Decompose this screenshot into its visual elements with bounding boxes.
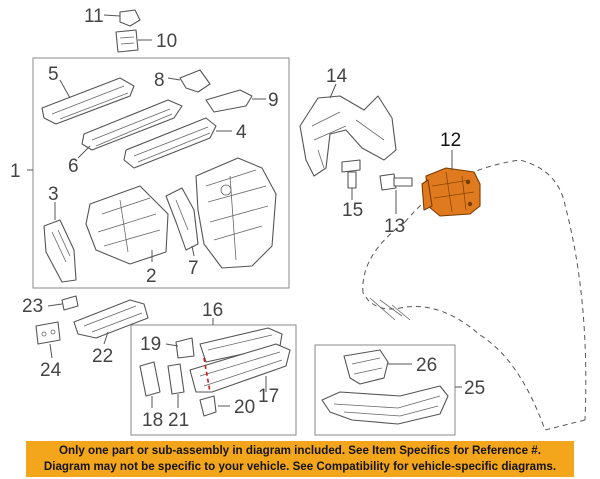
compatibility-notice-banner: Only one part or sub-assembly in diagram… — [26, 441, 574, 477]
part-26-detail — [351, 357, 383, 375]
group-box-1 — [32, 57, 290, 289]
callout-22: 22 — [92, 346, 113, 367]
part-20 — [199, 395, 217, 417]
part-22 — [73, 299, 149, 339]
callout-11: 11 — [84, 6, 104, 27]
callout-15: 15 — [342, 200, 363, 221]
part-8 — [179, 69, 211, 93]
part-apron-hole — [220, 184, 232, 196]
callout-6: 6 — [68, 156, 79, 177]
callout-24: 24 — [40, 360, 62, 381]
callout-25: 25 — [464, 378, 485, 399]
part-12-bolt-hole-2 — [467, 201, 473, 207]
callout-8: 8 — [154, 70, 165, 91]
part-15 — [341, 159, 361, 173]
part-7-detail — [175, 199, 189, 231]
part-2 — [85, 185, 169, 265]
part-5 — [41, 77, 135, 125]
callout-20: 20 — [234, 397, 255, 418]
fender-edge-detail — [369, 297, 411, 321]
callout-10: 10 — [156, 31, 177, 52]
leader-19 — [165, 343, 179, 347]
part-12-highlighted — [425, 167, 481, 217]
leader-8 — [167, 77, 181, 81]
notice-line-2: Diagram may not be specific to your vehi… — [43, 460, 557, 473]
callout-13: 13 — [384, 216, 405, 237]
part-4 — [123, 117, 217, 169]
notice-line-1: Only one part or sub-assembly in diagram… — [59, 444, 541, 457]
part-6 — [81, 99, 183, 151]
part-24-hole-1 — [41, 331, 47, 337]
part-24 — [35, 321, 61, 345]
part-24-hole-2 — [50, 329, 56, 335]
leader-22 — [103, 331, 109, 345]
callout-1: 1 — [10, 161, 21, 182]
callout-26: 26 — [416, 355, 437, 376]
part-21 — [167, 363, 185, 395]
leader-7 — [191, 245, 195, 257]
part-2-detail — [97, 197, 161, 253]
part-22-detail — [83, 305, 143, 333]
part-18 — [139, 361, 161, 397]
callout-21: 21 — [168, 410, 189, 431]
part-7 — [165, 187, 199, 251]
part-25-detail — [333, 395, 441, 417]
part-13 — [379, 173, 397, 191]
leader-11 — [103, 14, 121, 17]
part-3 — [43, 219, 77, 283]
part-13-shaft — [393, 177, 413, 187]
part-10-detail — [119, 36, 135, 45]
part-14 — [299, 95, 397, 177]
callout-14: 14 — [326, 66, 348, 87]
part-apron — [195, 157, 277, 269]
callout-19: 19 — [140, 334, 161, 355]
part-26 — [343, 349, 389, 385]
callout-17: 17 — [258, 386, 279, 407]
part-16-upper-rail — [199, 327, 283, 363]
part-4-detail — [133, 126, 211, 163]
leader-24 — [49, 343, 53, 359]
part-apron-detail — [205, 169, 269, 261]
callout-9: 9 — [268, 90, 279, 111]
callout-12: 12 — [440, 130, 461, 151]
leader-6 — [77, 145, 91, 159]
callout-23: 23 — [22, 296, 43, 317]
leader-5 — [59, 79, 71, 99]
callout-18: 18 — [142, 410, 163, 431]
part-12-detail — [431, 171, 475, 213]
part-9 — [205, 89, 253, 113]
part-23 — [61, 295, 79, 311]
callout-2: 2 — [146, 266, 157, 287]
part-14-detail — [311, 111, 385, 169]
part-19 — [175, 337, 195, 359]
red-marker-line — [203, 357, 211, 393]
callout-16: 16 — [202, 300, 223, 321]
part-16-upper-rail-detail — [207, 334, 273, 351]
part-6-detail — [91, 108, 173, 147]
part-3-detail — [51, 229, 71, 263]
callout-7: 7 — [188, 258, 199, 279]
callout-5: 5 — [48, 64, 59, 85]
part-5-detail — [51, 85, 129, 120]
part-25-lower-rail — [321, 385, 449, 425]
group-box-25 — [314, 344, 456, 436]
leader-23 — [47, 303, 63, 307]
part-11 — [119, 9, 141, 27]
part-10 — [115, 29, 139, 53]
part-17-detail — [199, 351, 283, 387]
callout-4: 4 — [236, 122, 247, 143]
part-12-flange — [421, 179, 433, 211]
parts-diagram: 11 10 5 8 9 4 6 1 3 2 7 14 12 15 13 23 2… — [10, 6, 587, 436]
leader-14 — [329, 83, 337, 99]
callout-3: 3 — [48, 184, 59, 205]
part-17 — [189, 343, 291, 393]
part-12-bolt-hole-1 — [465, 179, 471, 185]
part-15-shaft — [347, 171, 357, 189]
